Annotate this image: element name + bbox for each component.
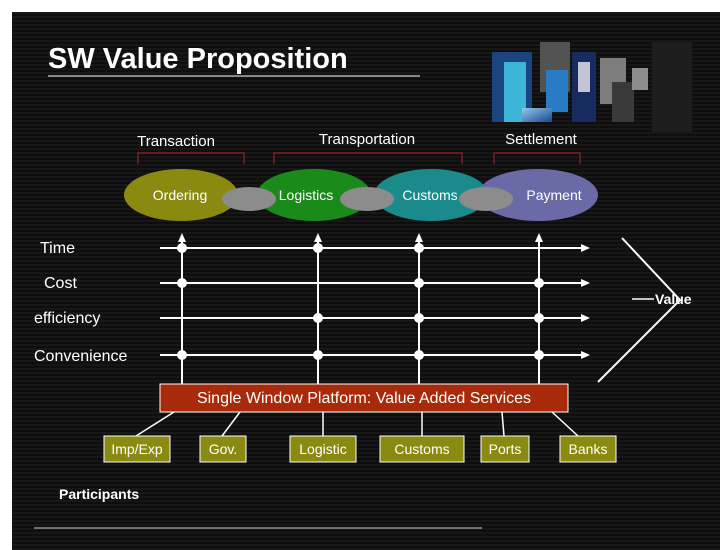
intersection-dot bbox=[534, 278, 544, 288]
intersection-dot bbox=[313, 313, 323, 323]
participant-label-customs: Customs bbox=[394, 441, 449, 457]
dimension-label-time: Time bbox=[40, 240, 75, 257]
connector-oval bbox=[222, 187, 276, 211]
participant-label-banks: Banks bbox=[569, 441, 608, 457]
participant-connector bbox=[135, 411, 175, 437]
arrowhead-up-icon bbox=[314, 233, 322, 242]
arrowhead-right-icon bbox=[581, 351, 590, 359]
bracket-transportation bbox=[273, 152, 463, 164]
connector-oval bbox=[459, 187, 513, 211]
dimension-label-cost: Cost bbox=[44, 275, 77, 292]
participant-box-imp-exp bbox=[103, 435, 171, 463]
participant-label-logistic: Logistic bbox=[299, 441, 346, 457]
dimension-label-efficiency: efficiency bbox=[34, 310, 100, 327]
platform-label: Single Window Platform: Value Added Serv… bbox=[197, 390, 531, 407]
arrowhead-right-icon bbox=[581, 244, 590, 252]
platform-box bbox=[159, 383, 569, 413]
participant-label-imp-exp: Imp/Exp bbox=[111, 441, 163, 457]
phase-label-transportation: Transportation bbox=[319, 131, 415, 148]
bracket-transaction bbox=[137, 152, 245, 164]
intersection-dot bbox=[313, 243, 323, 253]
process-label-customs: Customs bbox=[402, 187, 457, 203]
intersection-dot bbox=[414, 243, 424, 253]
participant-connector bbox=[221, 411, 241, 437]
intersection-dot bbox=[177, 350, 187, 360]
process-label-logistics: Logistics bbox=[279, 187, 333, 203]
arrowhead-up-icon bbox=[178, 233, 186, 242]
intersection-dot bbox=[414, 350, 424, 360]
participant-label-gov: Gov. bbox=[209, 441, 238, 457]
value-proposition-diagram: SW Value Proposition Transaction Transpo… bbox=[34, 42, 692, 529]
phase-label-settlement: Settlement bbox=[505, 131, 578, 148]
participant-box-ports bbox=[480, 435, 530, 463]
participant-connector bbox=[551, 411, 579, 437]
connector-oval bbox=[340, 187, 394, 211]
participant-label-ports: Ports bbox=[489, 441, 522, 457]
arrowhead-up-icon bbox=[535, 233, 543, 242]
phase-label-transaction: Transaction bbox=[137, 133, 215, 150]
process-ellipse-customs bbox=[374, 169, 488, 221]
process-label-ordering: Ordering bbox=[153, 187, 207, 203]
globe-decoration-image bbox=[492, 42, 692, 132]
intersection-dot bbox=[414, 313, 424, 323]
process-ellipse-logistics bbox=[257, 169, 371, 221]
process-label-payment: Payment bbox=[526, 187, 581, 203]
intersection-dot bbox=[534, 350, 544, 360]
participant-box-banks bbox=[559, 435, 617, 463]
slide-title: SW Value Proposition bbox=[48, 43, 348, 75]
participant-connector bbox=[501, 411, 505, 437]
participant-box-logistic bbox=[289, 435, 357, 463]
process-ellipse-ordering bbox=[124, 169, 238, 221]
slide: SW Value Proposition Transaction Transpo… bbox=[12, 12, 720, 550]
participants-heading: Participants bbox=[59, 486, 139, 502]
participant-box-gov bbox=[199, 435, 247, 463]
value-label: Value bbox=[655, 291, 692, 307]
intersection-dot bbox=[177, 243, 187, 253]
participant-box-customs bbox=[379, 435, 465, 463]
bracket-settlement bbox=[493, 152, 581, 164]
dimension-label-convenience: Convenience bbox=[34, 348, 128, 365]
value-chevron bbox=[597, 237, 682, 383]
process-ellipse-payment bbox=[478, 169, 598, 221]
intersection-dot bbox=[313, 350, 323, 360]
arrowhead-right-icon bbox=[581, 279, 590, 287]
intersection-dot bbox=[414, 278, 424, 288]
arrowhead-up-icon bbox=[415, 233, 423, 242]
intersection-dot bbox=[534, 313, 544, 323]
intersection-dot bbox=[177, 278, 187, 288]
arrowhead-right-icon bbox=[581, 314, 590, 322]
